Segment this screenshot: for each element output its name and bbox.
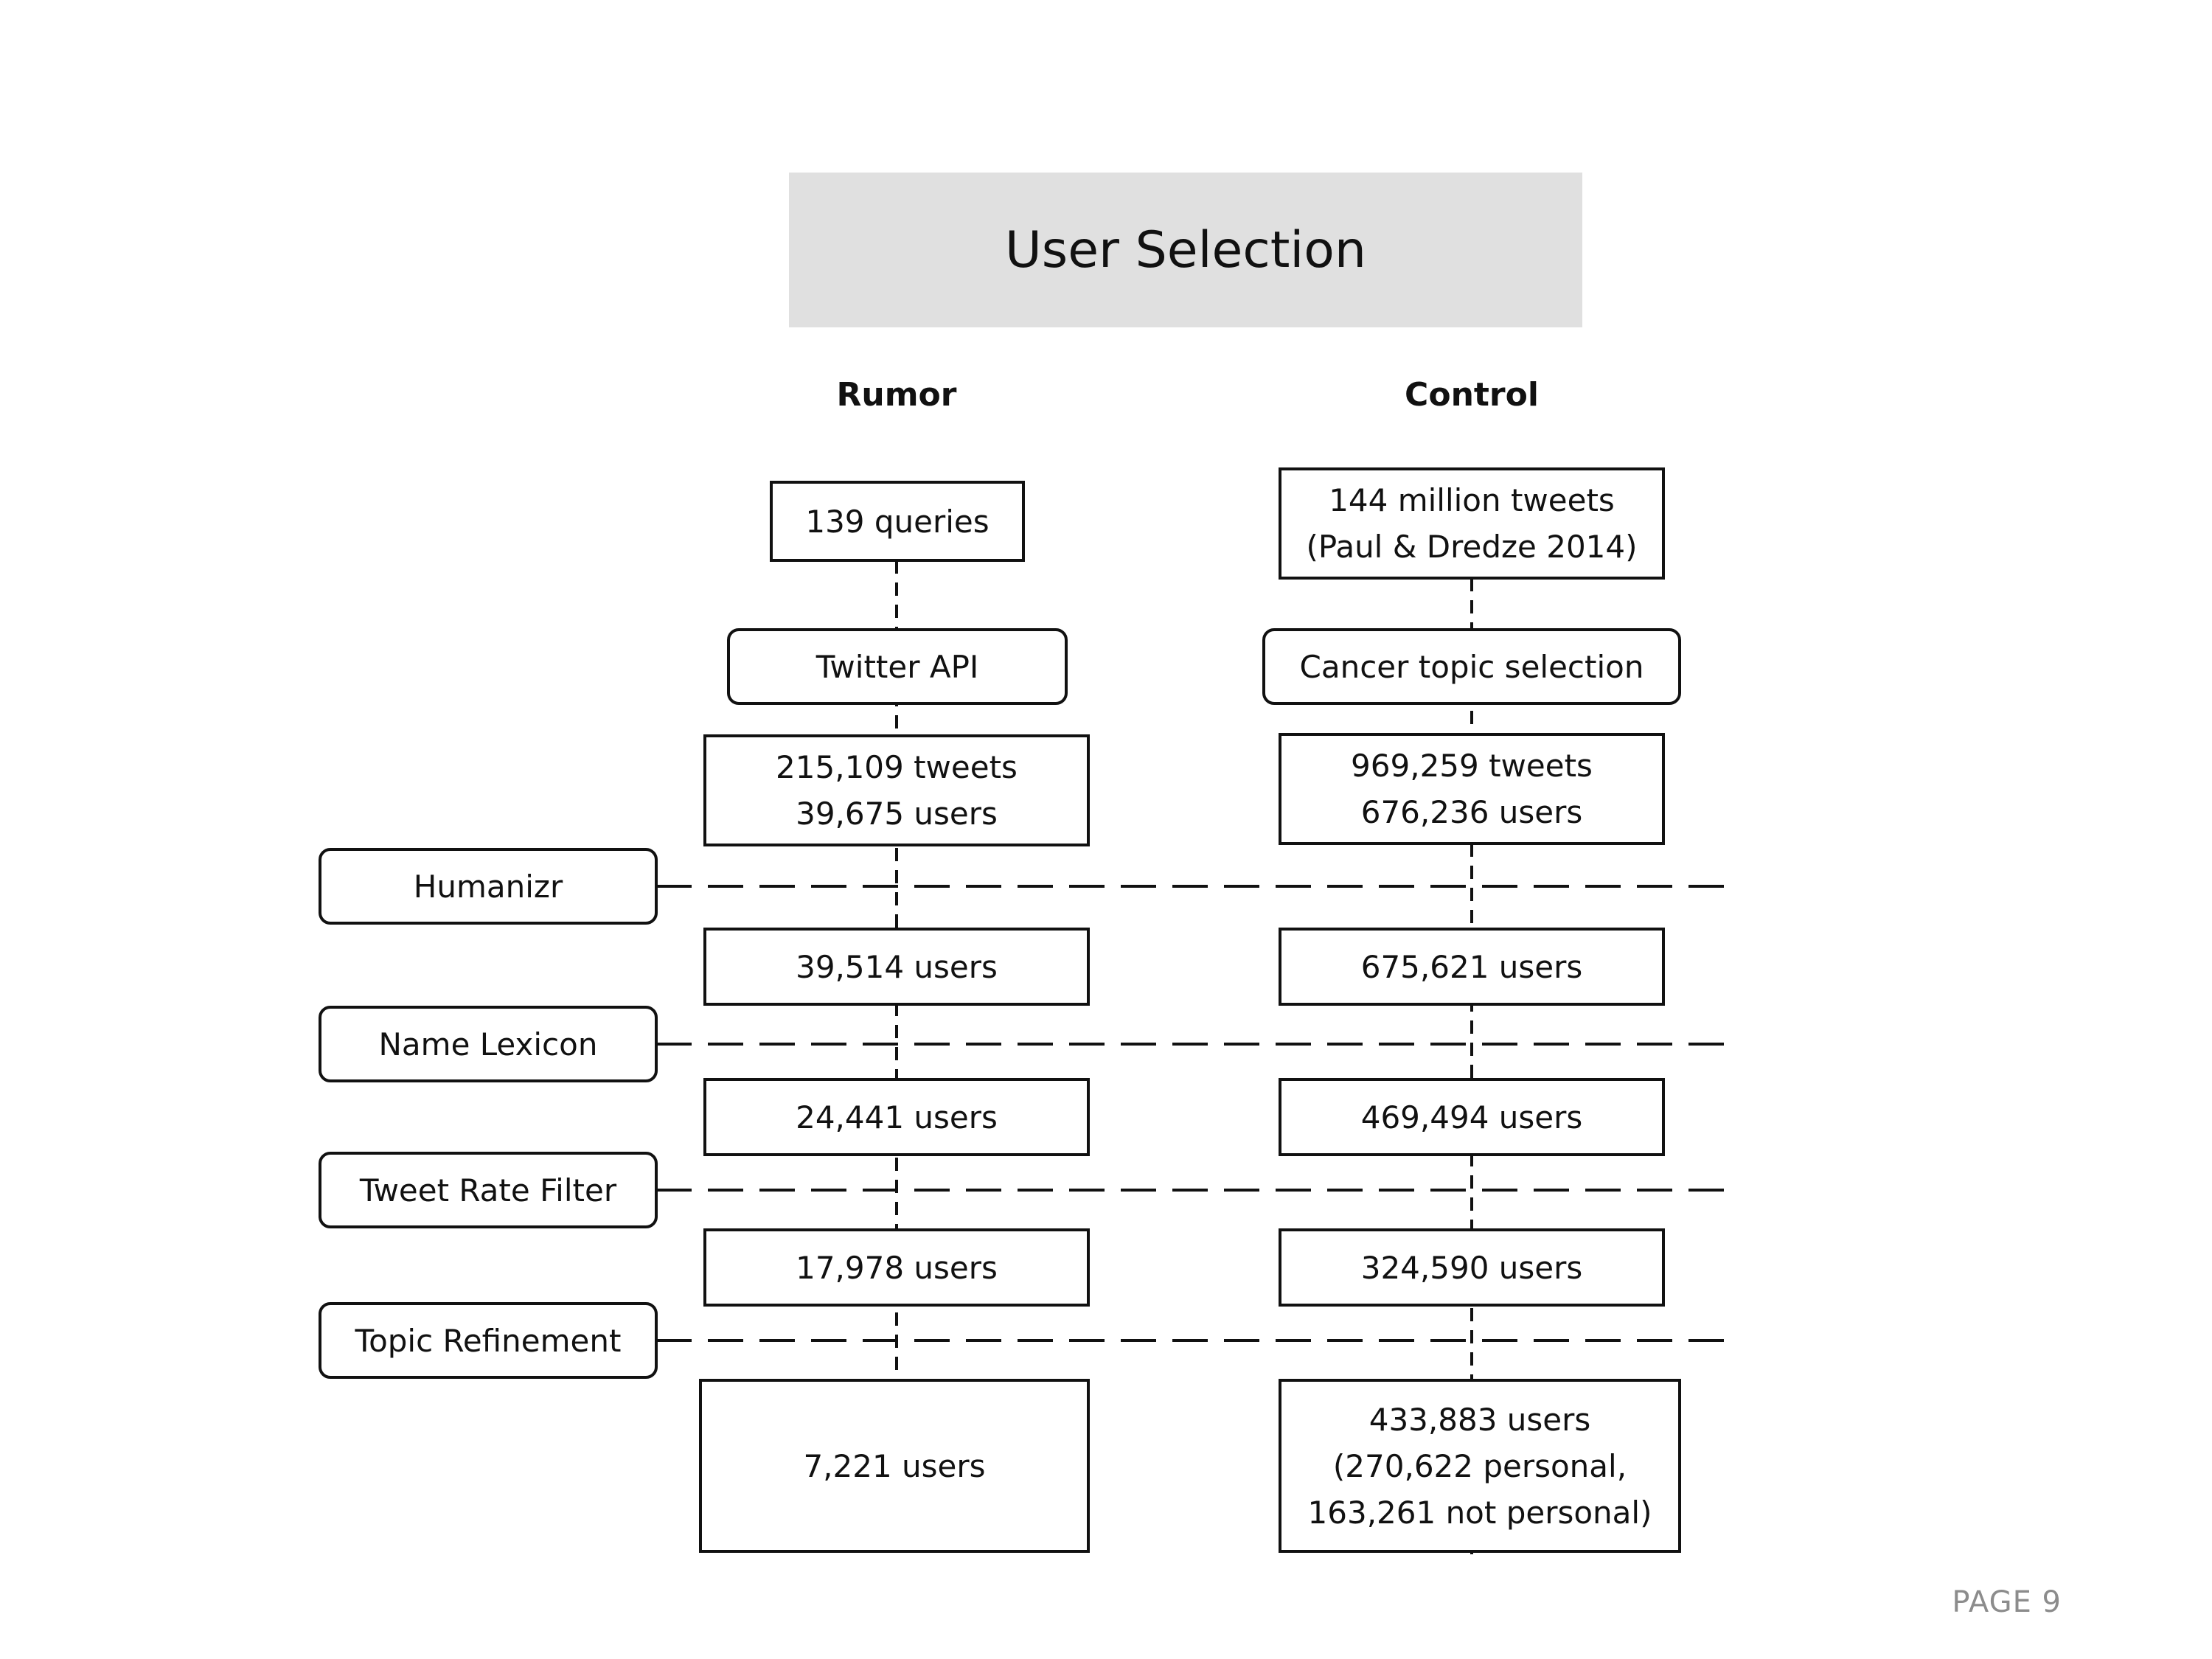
cancer-topic-selection-label: Cancer topic selection [1299,648,1644,685]
page-number: PAGE 9 [1952,1585,2062,1619]
twitter-api-box: Twitter API [727,628,1068,705]
rumor-queries-box: 139 queries [770,481,1025,562]
topic-refinement-filter-box: Topic Refinement [319,1302,658,1379]
control-tweets-count: 969,259 tweets [1351,748,1593,784]
control-final-users: 433,883 users [1368,1401,1591,1438]
control-source-line-1: 144 million tweets [1329,482,1615,518]
tweet-rate-filter-box: Tweet Rate Filter [319,1152,658,1228]
control-column-heading: Control [1405,376,1539,414]
control-humanizr-result-box: 675,621 users [1279,928,1665,1006]
twitter-api-label: Twitter API [815,648,979,685]
rumor-users-count: 39,675 users [796,796,998,832]
topic-refinement-filter-label: Topic Refinement [355,1322,622,1359]
humanizr-filter-box: Humanizr [319,848,658,925]
control-source-line-2: (Paul & Dredze 2014) [1306,529,1638,565]
tweet-rate-filter-label: Tweet Rate Filter [359,1172,617,1208]
name-lexicon-filter-box: Name Lexicon [319,1006,658,1082]
control-collected-box: 969,259 tweets 676,236 users [1279,733,1665,845]
rumor-queries-label: 139 queries [805,503,990,540]
rumor-collected-box: 215,109 tweets 39,675 users [703,734,1090,846]
control-name-lexicon-users: 469,494 users [1360,1099,1583,1135]
control-final-not-personal: 163,261 not personal) [1307,1494,1652,1531]
rumor-tweet-rate-users: 17,978 users [796,1249,998,1286]
control-tweet-rate-result-box: 324,590 users [1279,1228,1665,1307]
control-tweet-rate-users: 324,590 users [1360,1249,1583,1286]
title-banner: User Selection [789,173,1582,327]
rumor-name-lexicon-result-box: 24,441 users [703,1078,1090,1156]
rumor-final-users: 7,221 users [803,1447,986,1484]
control-source-box: 144 million tweets (Paul & Dredze 2014) [1279,467,1665,580]
control-humanizr-users: 675,621 users [1360,948,1583,985]
rumor-humanizr-users: 39,514 users [796,948,998,985]
rumor-humanizr-result-box: 39,514 users [703,928,1090,1006]
rumor-tweet-rate-result-box: 17,978 users [703,1228,1090,1307]
control-name-lexicon-result-box: 469,494 users [1279,1078,1665,1156]
rumor-final-box: 7,221 users [699,1379,1090,1553]
control-final-box: 433,883 users (270,622 personal, 163,261… [1279,1379,1681,1553]
rumor-tweets-count: 215,109 tweets [776,749,1018,785]
rumor-name-lexicon-users: 24,441 users [796,1099,998,1135]
rumor-column-heading: Rumor [836,376,957,414]
control-final-personal: (270,622 personal, [1332,1447,1627,1484]
humanizr-filter-label: Humanizr [413,868,563,905]
control-users-count: 676,236 users [1360,794,1583,830]
cancer-topic-selection-box: Cancer topic selection [1262,628,1681,705]
page-title: User Selection [1005,220,1366,279]
name-lexicon-filter-label: Name Lexicon [378,1026,598,1062]
